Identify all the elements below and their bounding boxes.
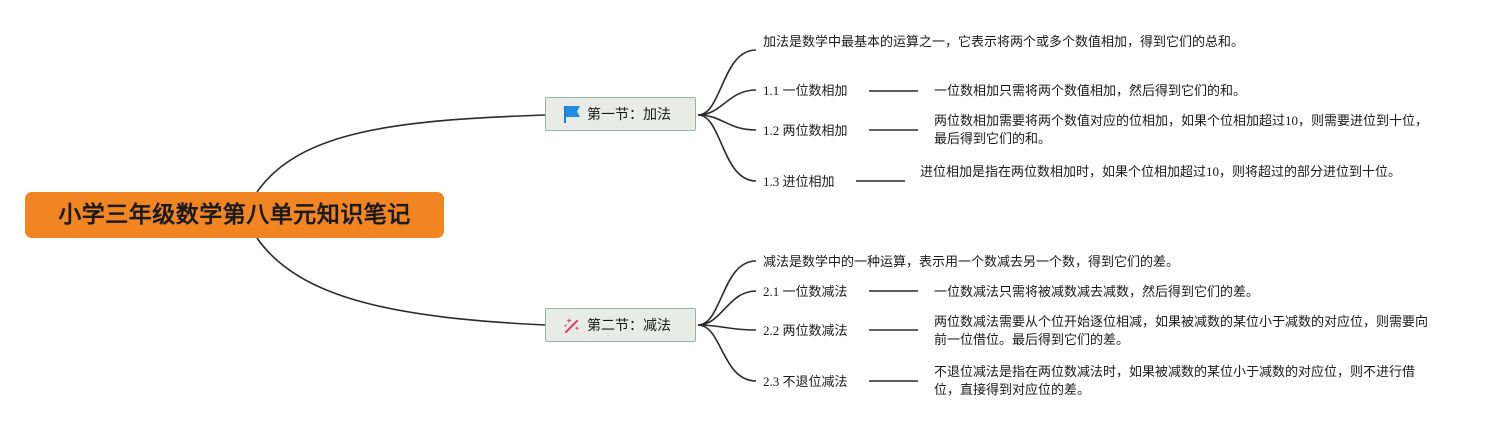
flag-icon [564, 106, 580, 123]
s2-branch-intro [697, 260, 757, 326]
s2-branch-2 [697, 324, 757, 331]
section-2-node[interactable]: 第二节：减法 [545, 308, 696, 342]
s2-topic-3-desc: 不退位减法是指在两位数减法时，如果被减数的某位小于减数的对应位，则不进行借位，直… [934, 364, 1416, 397]
s2-topic-2[interactable]: 2.2 两位数减法 [763, 323, 848, 338]
s1-topic-3-desc: 进位相加是指在两位数相加时，如果个位相加超过10，则将超过的部分进位到十位。 [920, 164, 1402, 179]
section-2-label: 第二节：减法 [587, 318, 671, 334]
s1-topic-1-desc: 一位数相加只需将两个数值相加，然后得到它们的和。 [934, 83, 1247, 98]
s2-topic-1[interactable]: 2.1 一位数减法 [763, 284, 848, 299]
section-1-node[interactable]: 第一节：加法 [545, 97, 696, 131]
s1-topic-1[interactable]: 1.1 一位数相加 [763, 83, 848, 98]
s2-branch-1 [697, 290, 757, 326]
sparkle-wand-icon [564, 318, 580, 334]
root-topic[interactable]: 小学三年级数学第八单元知识笔记 [25, 192, 444, 238]
s2-branch-3 [697, 324, 757, 382]
s1-branch-1 [697, 89, 757, 116]
s2-topic-1-desc: 一位数减法只需将被减数减去减数，然后得到它们的差。 [934, 284, 1260, 299]
s1-branch-intro [697, 49, 757, 116]
section-1-intro: 加法是数学中最基本的运算之一，它表示将两个或多个数值相加，得到它们的总和。 [763, 34, 1245, 49]
root-to-section-2-line [256, 237, 546, 326]
section-1-label: 第一节：加法 [587, 107, 671, 123]
s1-topic-2[interactable]: 1.2 两位数相加 [763, 123, 848, 138]
section-2-intro: 减法是数学中的一种运算，表示用一个数减去另一个数，得到它们的差。 [763, 254, 1180, 269]
s1-topic-3[interactable]: 1.3 进位相加 [763, 174, 835, 189]
s2-topic-2-desc: 两位数减法需要从个位开始逐位相减，如果被减数的某位小于减数的对应位，则需要向前一… [934, 314, 1429, 347]
s1-topic-2-desc: 两位数相加需要将两个数值对应的位相加，如果个位相加超过10，则需要进位到十位，最… [934, 113, 1429, 146]
root-to-section-1-line [256, 114, 546, 193]
s2-topic-3[interactable]: 2.3 不退位减法 [763, 374, 848, 389]
s1-branch-2 [697, 114, 757, 131]
s1-branch-3 [697, 114, 757, 182]
